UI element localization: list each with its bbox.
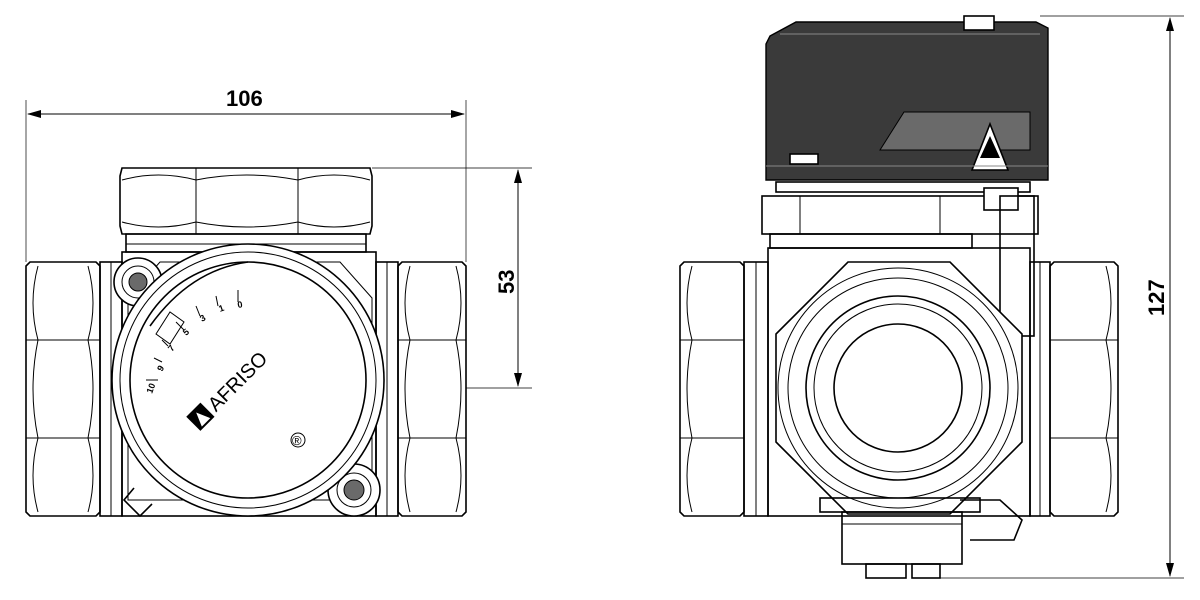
dimension-127: 127 — [940, 15, 1184, 579]
side-view: 127 — [679, 15, 1184, 579]
scale-label-1: 1 — [217, 303, 225, 314]
dimension-front-height-label: 53 — [494, 270, 519, 294]
front-view: 10 9 7 5 3 1 0 AFRISO ® 106 — [25, 86, 532, 518]
dimension-53: 53 — [372, 167, 532, 389]
front-top-nut — [119, 167, 373, 253]
side-bottom-fitting — [819, 497, 1023, 579]
dial-scale: 10 9 7 5 3 1 0 — [144, 290, 243, 395]
front-right-nut — [375, 261, 467, 517]
front-dial[interactable]: 10 9 7 5 3 1 0 AFRISO ® — [111, 243, 385, 518]
scale-label-9: 9 — [155, 364, 166, 373]
side-right-nut — [1029, 261, 1119, 517]
scale-label-10: 10 — [144, 382, 157, 395]
registered-icon — [290, 432, 306, 448]
registered-mark: ® — [292, 433, 302, 448]
dimension-side-height-label: 127 — [1144, 279, 1169, 316]
dimension-106: 106 — [25, 86, 467, 262]
dimension-width-label: 106 — [226, 86, 263, 111]
scale-label-0: 0 — [237, 299, 244, 310]
side-left-nut — [679, 261, 769, 517]
scale-label-5: 5 — [181, 327, 191, 338]
side-valve-body — [767, 247, 1031, 517]
side-actuator — [765, 15, 1049, 181]
scale-label-7: 7 — [166, 343, 177, 353]
front-left-nut — [25, 261, 123, 517]
scale-label-3: 3 — [198, 313, 207, 324]
